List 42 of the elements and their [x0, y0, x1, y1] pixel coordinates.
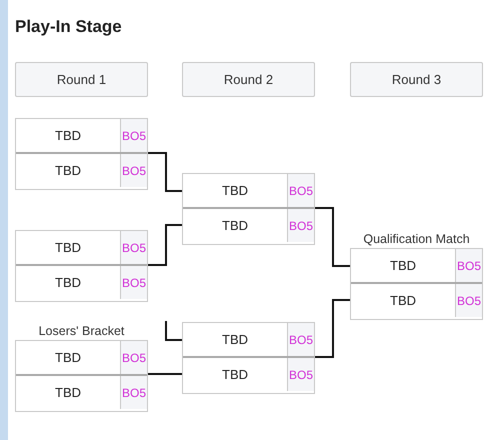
format-cell: BO5 [455, 249, 482, 282]
team-name: TBD [221, 217, 249, 235]
round-header: Round 3 [350, 62, 483, 97]
team-name: TBD [54, 349, 82, 367]
format-cell: BO5 [287, 358, 314, 391]
team-row [183, 356, 314, 391]
team-row [351, 282, 482, 317]
team-name: TBD [389, 292, 417, 310]
format-cell: BO5 [120, 266, 147, 299]
format-cell: BO5 [120, 119, 147, 152]
round-header: Round 1 [15, 62, 148, 97]
team-name: TBD [54, 384, 82, 402]
format-cell: BO5 [455, 284, 482, 317]
team-name: TBD [54, 239, 82, 257]
format-cell: BO5 [120, 154, 147, 187]
format-cell: BO5 [287, 323, 314, 356]
format-cell: BO5 [120, 376, 147, 409]
bracket-label: Losers' Bracket [38, 323, 126, 340]
team-name: TBD [221, 366, 249, 384]
team-name: TBD [221, 182, 249, 200]
bracket-connector [165, 321, 183, 341]
team-name: TBD [389, 257, 417, 275]
bracket-connector [148, 152, 183, 192]
bracket-label: Qualification Match [362, 231, 471, 248]
round-header: Round 2 [182, 62, 315, 97]
team-name: TBD [221, 331, 249, 349]
team-name: TBD [54, 274, 82, 292]
bracket-connector [315, 207, 351, 267]
bracket-connector [148, 373, 183, 375]
format-cell: BO5 [120, 341, 147, 374]
bracket-connector [148, 224, 183, 266]
page-title: Play-In Stage [15, 16, 122, 38]
team-row [16, 264, 147, 299]
bracket-connector [315, 299, 351, 358]
format-cell: BO5 [120, 231, 147, 264]
team-row [16, 152, 147, 187]
team-name: TBD [54, 162, 82, 180]
team-row [183, 207, 314, 242]
team-row [16, 374, 147, 409]
format-cell: BO5 [287, 174, 314, 207]
format-cell: BO5 [287, 209, 314, 242]
team-name: TBD [54, 127, 82, 145]
